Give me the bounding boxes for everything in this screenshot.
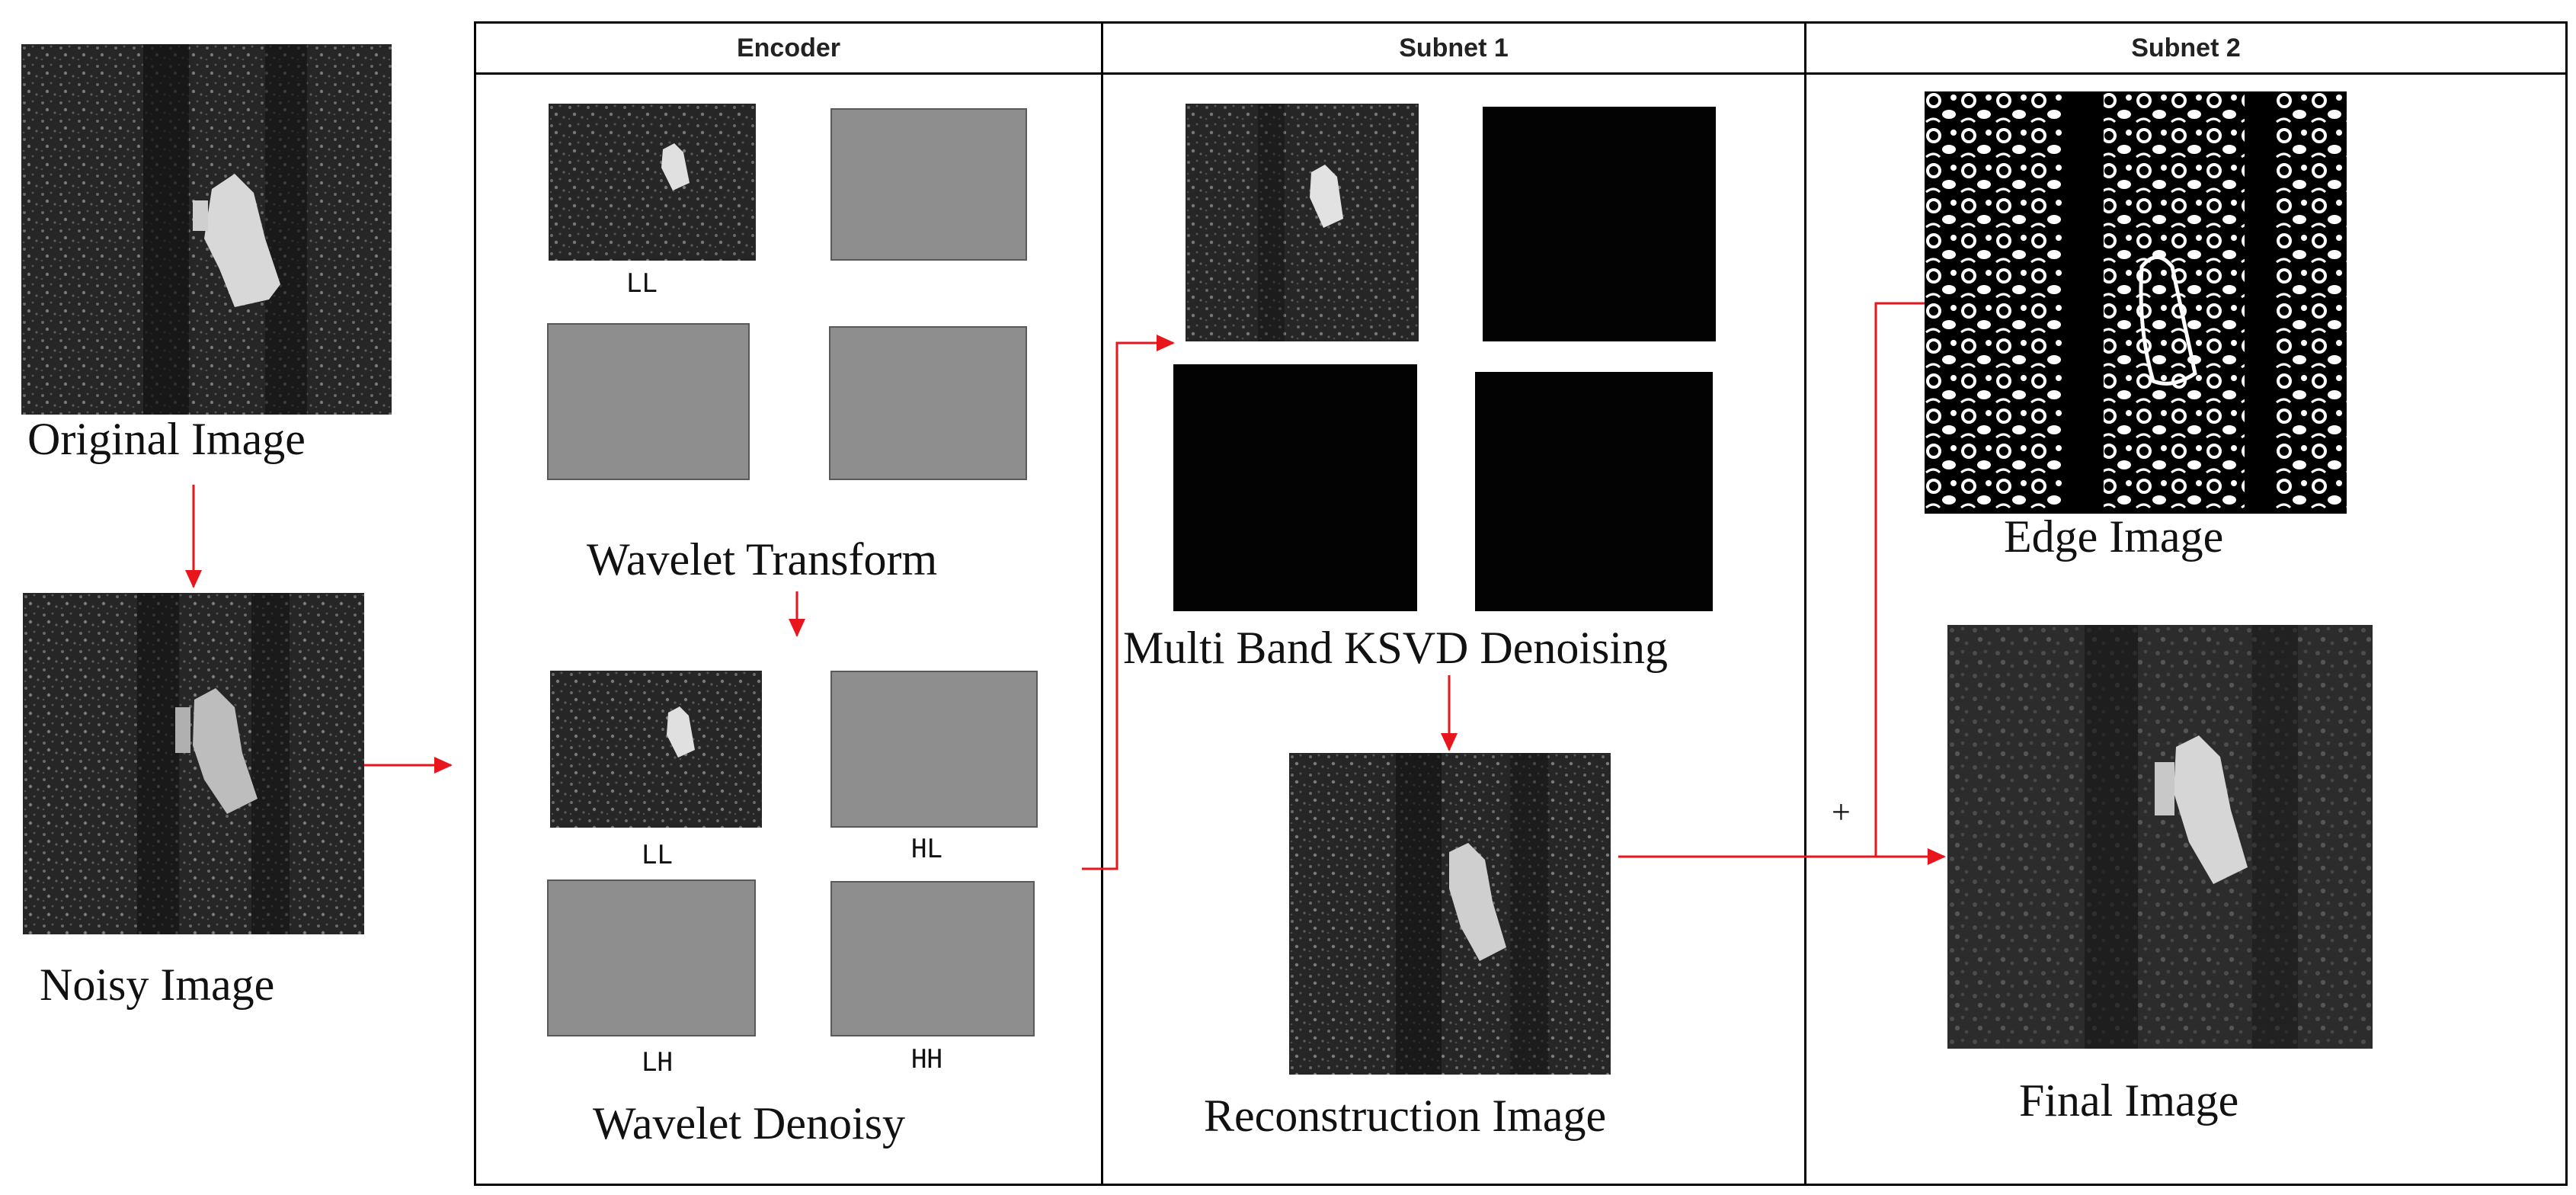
final-image	[1947, 625, 2373, 1049]
wd-lh-band	[547, 879, 756, 1036]
wt-ll-band	[549, 104, 756, 261]
wd-hl-label: HL	[911, 834, 942, 864]
edge-image	[1925, 91, 2347, 514]
ksvd-caption: Multi Band KSVD Denoising	[1123, 623, 1669, 673]
wd-lh-label: LH	[642, 1047, 673, 1078]
wd-ll-label: LL	[642, 840, 673, 870]
edge-caption: Edge Image	[2004, 511, 2224, 562]
wt-hh-band	[829, 326, 1027, 480]
wavelet-denoisy-caption: Wavelet Denoisy	[593, 1098, 906, 1149]
wd-hh-band	[830, 881, 1035, 1036]
noisy-image	[23, 593, 364, 934]
wd-ll-band	[550, 671, 762, 828]
reconstruction-image	[1289, 753, 1611, 1075]
divider-subnet1-subnet2	[1804, 24, 1806, 1184]
wavelet-transform-caption: Wavelet Transform	[587, 534, 938, 585]
original-image	[21, 44, 392, 415]
wd-hh-label: HH	[911, 1044, 942, 1075]
noisy-caption: Noisy Image	[40, 960, 275, 1010]
ksvd-ll-band	[1186, 104, 1419, 341]
wt-lh-band	[547, 323, 750, 480]
wt-ll-label: LL	[626, 268, 658, 299]
panel-header-row	[476, 24, 2565, 75]
original-caption: Original Image	[27, 414, 306, 464]
combine-symbol: +	[1832, 793, 1851, 831]
header-encoder: Encoder	[736, 34, 841, 62]
wd-hl-band	[830, 671, 1038, 828]
header-subnet1: Subnet 1	[1399, 34, 1509, 62]
divider-encoder-subnet1	[1101, 24, 1103, 1184]
final-caption: Final Image	[2019, 1075, 2239, 1126]
reconstruction-caption: Reconstruction Image	[1204, 1091, 1607, 1141]
ksvd-hh-band	[1475, 372, 1713, 611]
ksvd-hl-band	[1483, 107, 1716, 341]
header-subnet2: Subnet 2	[2131, 34, 2241, 62]
ksvd-lh-band	[1173, 364, 1417, 611]
wt-hl-band	[830, 108, 1027, 261]
